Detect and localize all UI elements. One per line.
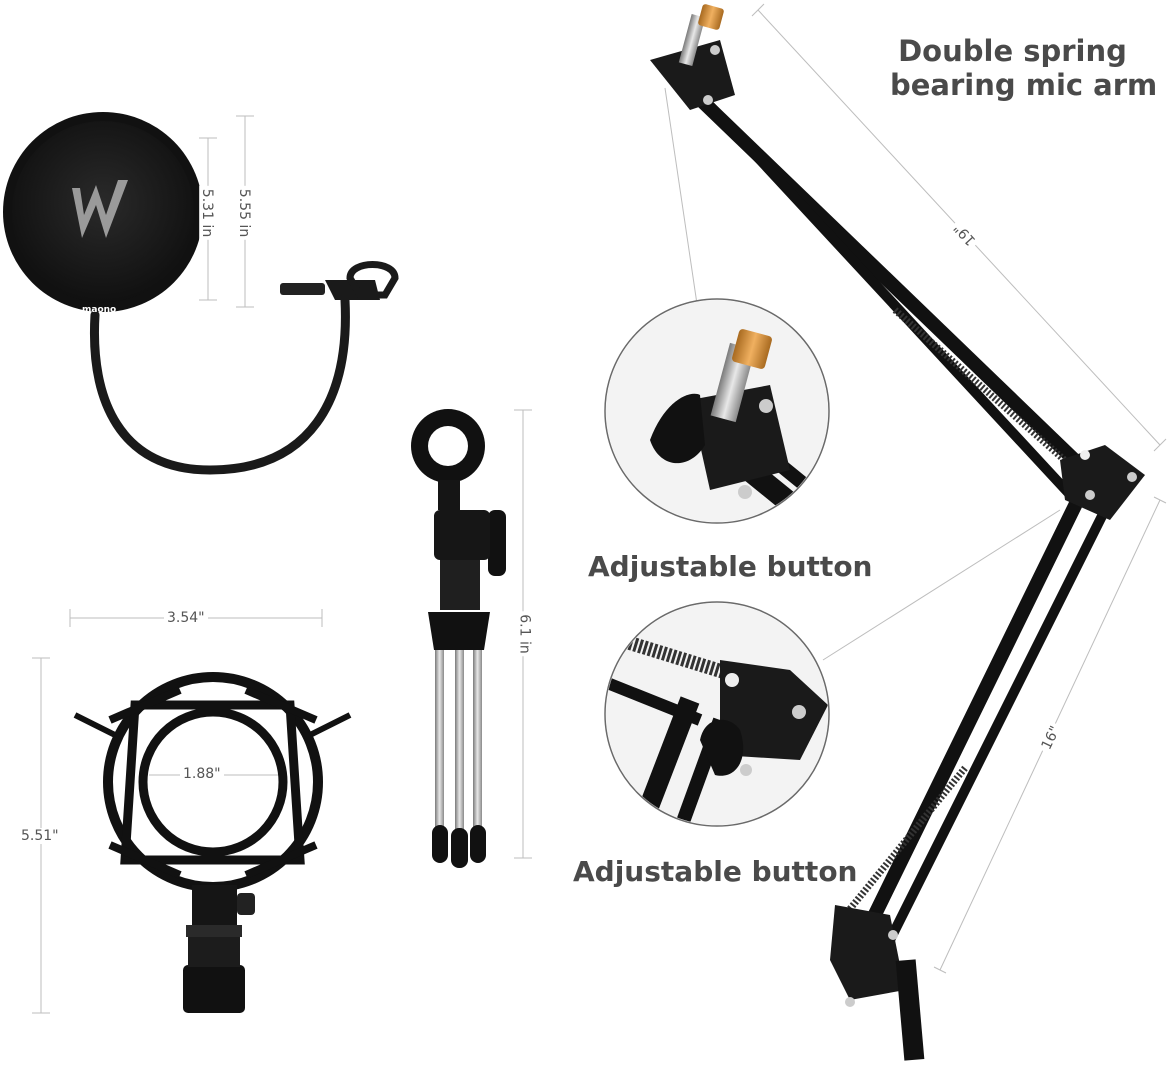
- maono-logo-icon: [72, 180, 128, 238]
- arm-base: [830, 905, 905, 1000]
- upper-spring: [892, 307, 1073, 468]
- shock-mount-inner-diameter: 1.88": [180, 766, 224, 782]
- tripod: [411, 409, 506, 868]
- adjustable-button-icon: [650, 393, 705, 464]
- mic-arm: [650, 3, 1167, 1061]
- brand-label: maono: [82, 305, 117, 315]
- callout-top: [604, 298, 830, 524]
- pop-filter: [3, 112, 399, 475]
- arm-heading-line1: Double spring: [898, 34, 1127, 68]
- tripod-height: 6.1 in: [516, 611, 533, 657]
- shock-mount-height: 5.51": [18, 828, 62, 844]
- arm-heading-line2: bearing mic arm: [890, 68, 1158, 102]
- callout-bottom-label: Adjustable button: [573, 855, 858, 888]
- arm-heading: Double spring bearing mic arm: [890, 34, 1158, 102]
- callout-bottom: [604, 601, 830, 827]
- adjustable-button-lower-icon: [700, 719, 744, 776]
- pop-filter-outer-diameter: 5.55 in: [236, 185, 253, 241]
- gooseneck: [89, 295, 350, 475]
- callout-top-label: Adjustable button: [588, 550, 873, 583]
- shock-mount: [73, 672, 352, 892]
- clamp-screw: [280, 283, 325, 295]
- shock-mount-width: 3.54": [164, 610, 208, 626]
- pop-filter-inner-diameter: 5.31 in: [199, 185, 216, 241]
- shock-mount-base: [183, 885, 255, 1013]
- clamp-holder: [346, 261, 399, 299]
- elbow-joint: [1060, 445, 1145, 520]
- tripod-knob: [488, 510, 506, 576]
